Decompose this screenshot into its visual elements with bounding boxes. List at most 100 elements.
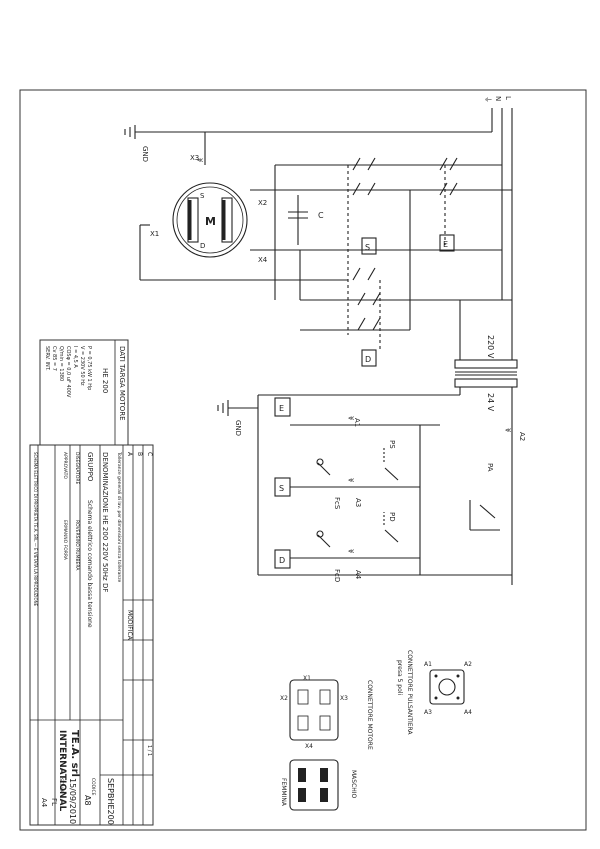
connector-maschio	[289, 759, 339, 811]
contactor-s-box	[361, 237, 377, 255]
fcd-label: FcD	[333, 569, 341, 582]
sheet-number: 1 / 1	[146, 745, 152, 756]
contactor-d-box	[361, 349, 377, 367]
motor-data-line: SERV. INT.	[44, 346, 50, 371]
a3-label: A3	[354, 498, 362, 507]
transformer-primary-coil	[454, 359, 518, 369]
denominazione-label: DENOMINAZIONE	[101, 452, 109, 513]
scale-value: FL	[50, 798, 58, 806]
code-label: CODICE	[90, 778, 96, 796]
pin-a3: A3	[424, 709, 432, 716]
denominazione-value: HE 200 220V 50Hz DF	[101, 515, 109, 592]
drawing-date: 15/09/2010	[68, 778, 77, 824]
drawing-code: SEPBHE200	[106, 778, 115, 825]
connector-motore-title: CONNETTORE MOTORE	[366, 680, 373, 750]
motor-symbol: M S D	[172, 182, 248, 258]
pa-label: PA	[486, 463, 494, 472]
supply-n-label: N	[494, 96, 502, 101]
pin-a2: A2	[464, 661, 472, 668]
supply-pe-label: ⏚	[484, 96, 492, 103]
footer-notice: SCHEMA ELETTRICO DI PROPRIETÀ TE.A. SRL …	[33, 452, 38, 607]
motor-data-line: I = 4,5 A	[72, 346, 78, 368]
connector-pulsantiera: A1 A2 A3 A4 CONNETTORE PULSANTIERA presa…	[396, 650, 472, 736]
pin-x1: X1	[303, 675, 311, 682]
motor-m-label: M	[205, 215, 216, 228]
motor-data-title: DATI TARGA MOTORE	[118, 346, 126, 421]
motor-s-label: S	[200, 192, 205, 200]
contactor-e-label: E	[443, 240, 448, 249]
gnd-bottom-label: GND	[234, 420, 242, 436]
connector-maschio-label: MASCHIO	[350, 770, 357, 799]
rev-row: C	[146, 452, 153, 456]
rev-row: A	[126, 452, 133, 457]
pin-a1: A1	[424, 661, 432, 668]
motor-d-label: D	[200, 242, 205, 250]
coil-s-label: S	[279, 484, 284, 493]
svg-text:≪: ≪	[348, 477, 354, 484]
tolerance-notice: Tolleranze generali di lav. per dimensio…	[116, 451, 122, 583]
pin-a4: A4	[464, 709, 472, 716]
motor-data-line: Cv 85 = 7	[51, 346, 57, 371]
pd-label: PD	[388, 512, 396, 522]
connector-motore: CONNETTORE MOTORE X1 X3 X2 X4 FEMMINA MA…	[280, 675, 373, 811]
transformer-secondary-label: 24 V	[486, 393, 495, 412]
motor-data-line: V = 230V 50 Hz	[79, 346, 85, 386]
gruppo-value: Schema elettrico comando bassa tensione	[86, 500, 93, 628]
svg-text:≪: ≪	[348, 548, 354, 555]
disegnato-value: ROVERSINO RUMBERA	[74, 520, 80, 571]
pin-x4: X4	[305, 743, 313, 750]
rev-header: MODIFICA	[126, 610, 133, 641]
contacts-power	[352, 157, 458, 331]
capacitor-label: C	[318, 211, 324, 220]
scale-label: SCALA	[58, 778, 64, 794]
a2-label: A2	[518, 432, 526, 441]
gruppo-label: GRUPPO	[86, 452, 94, 482]
gnd-top-label: GND	[141, 146, 149, 162]
motor-x3-label: X3	[190, 154, 199, 162]
contactor-s-label: S	[365, 243, 370, 252]
pin-x3: X3	[340, 695, 348, 702]
coil-d-box	[274, 549, 291, 569]
svg-text:≪: ≪	[348, 415, 354, 422]
connector-pulsantiera-subtitle: presa 5 poli	[396, 660, 403, 695]
rev-row: B	[136, 452, 143, 456]
ps-label: PS	[388, 440, 396, 449]
motor-data-line: COSφ = 0,0 uF 400V	[65, 346, 71, 398]
control-circuit: GND A2 ≪ E ≪ A1 S FcS ≪ A3 PS D FcD ≪ A4…	[217, 387, 526, 585]
format-value: A4	[40, 798, 48, 808]
transformer-secondary-coil	[454, 378, 518, 388]
coil-d-label: D	[279, 556, 285, 565]
coil-e-label: E	[279, 404, 284, 413]
svg-text:≪: ≪	[505, 427, 511, 434]
pin-x2: X2	[280, 695, 288, 702]
approvato-label: APPROVATO	[62, 452, 68, 479]
transformer: 220 V 24 V	[454, 299, 518, 412]
supply-l-label: L	[504, 96, 512, 100]
connector-pulsantiera-title: CONNETTORE PULSANTIERA	[406, 650, 413, 736]
motor-data-line: P = 0,75 kW 1 Hp	[86, 346, 92, 390]
motor-x2-label: X2	[258, 199, 267, 207]
connector-femmina	[289, 679, 339, 741]
drawing-frame	[19, 89, 587, 831]
company-name-2: INTERNATIONAL	[57, 730, 67, 812]
transformer-primary-label: 220 V	[486, 335, 495, 359]
motor-x1-label: X1	[150, 230, 159, 238]
a1-label: A1	[353, 418, 361, 427]
motor-data-line: Q/min = 1380	[58, 346, 64, 381]
contactor-d-label: D	[365, 355, 371, 364]
capacitor: C	[288, 195, 324, 245]
fcs-label: FcS	[333, 497, 341, 510]
title-block: C B A MODIFICA Tolleranze generali di la…	[29, 444, 154, 826]
contactor-e-box	[439, 234, 455, 252]
power-circuit: L N ⏚ GND ≪	[124, 96, 513, 367]
connector-femmina-label: FEMMINA	[280, 778, 287, 807]
code-value: A8	[83, 795, 92, 806]
disegnato-label: DISEGNATORE	[74, 452, 80, 484]
a4-label: A4	[354, 570, 362, 580]
motor-data-plate: DATI TARGA MOTORE HE 200 P = 0,75 kW 1 H…	[39, 339, 129, 446]
approvato-value: ERMANNO FORRA	[62, 520, 68, 561]
motor-data-model: HE 200	[101, 368, 109, 393]
motor-x4-label: X4	[258, 256, 268, 264]
coil-e-box	[274, 397, 291, 417]
